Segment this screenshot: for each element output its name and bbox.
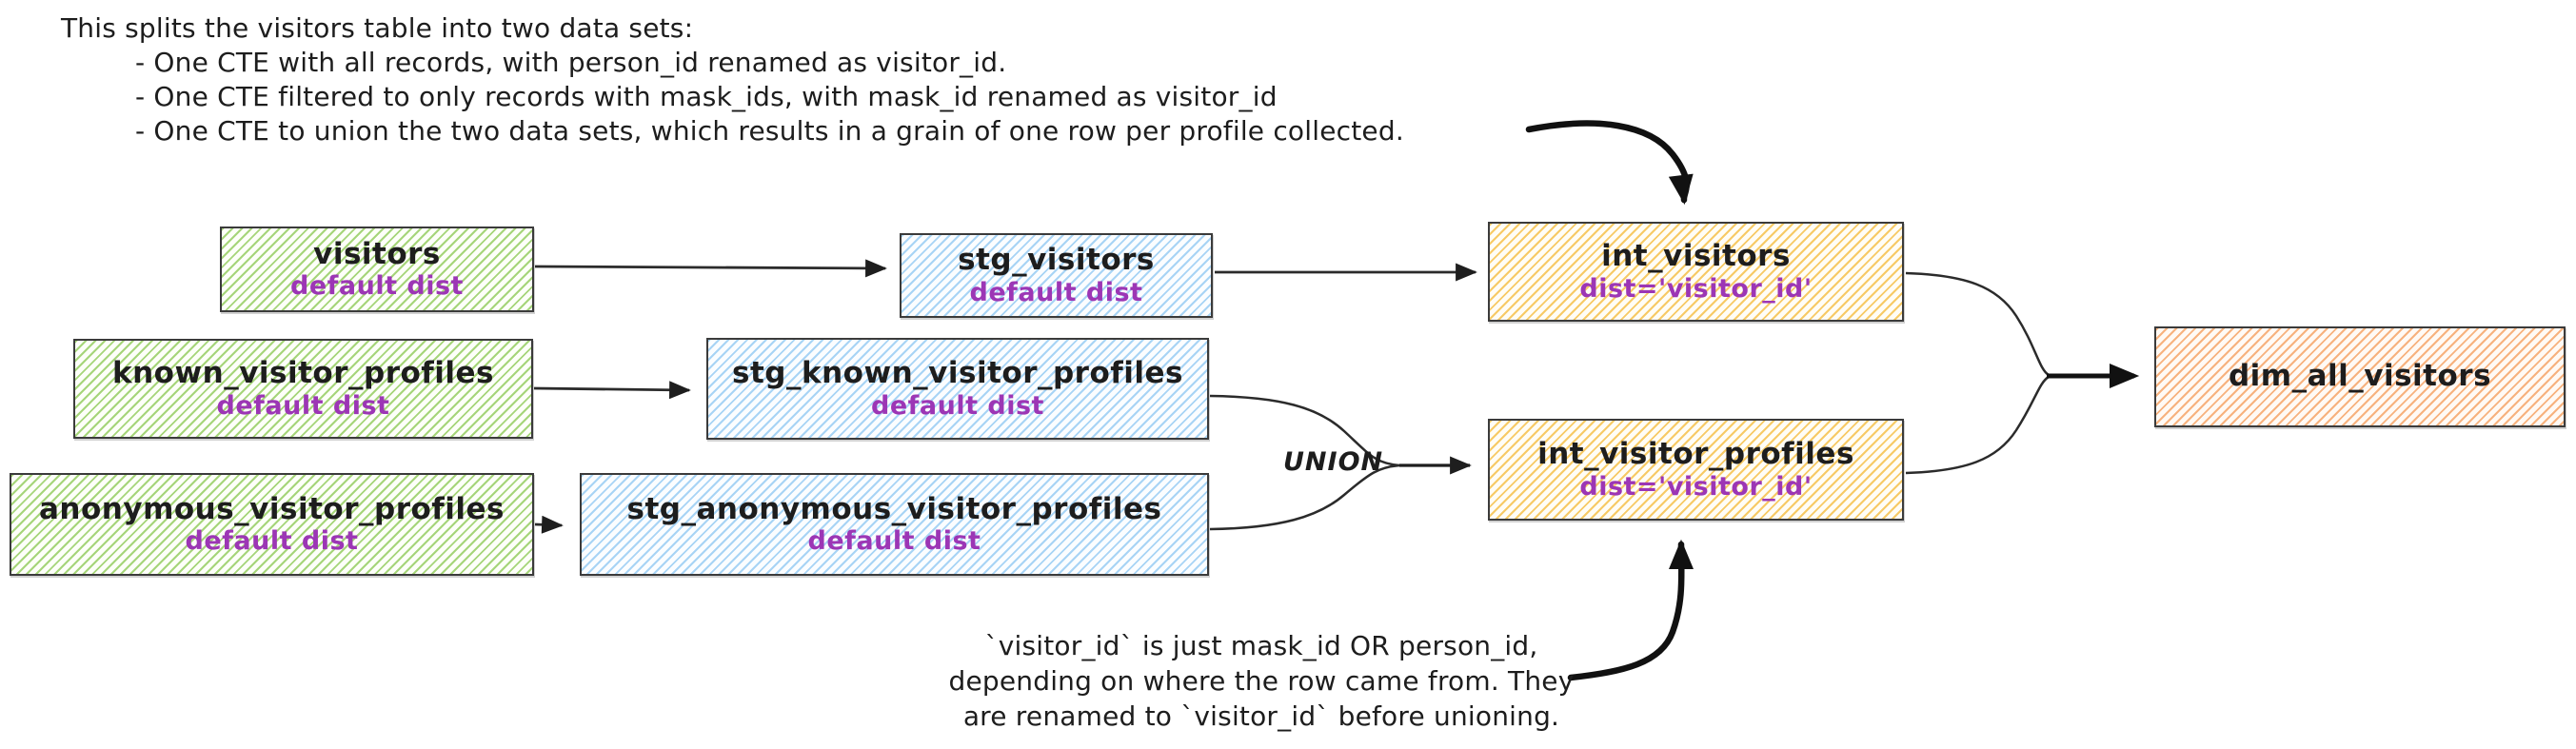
note-bottom-line: `visitor_id` is just mask_id OR person_i…	[984, 630, 1538, 661]
note-top-line: - One CTE with all records, with person_…	[135, 47, 1007, 78]
node-subtitle: default dist	[216, 390, 390, 421]
node-anonymous_visitor_profiles[interactable]: anonymous_visitor_profiles default dist	[10, 473, 534, 576]
note-top-line: - One CTE to union the two data sets, wh…	[135, 115, 1404, 147]
node-subtitle: default dist	[290, 271, 464, 302]
node-known_visitor_profiles[interactable]: known_visitor_profiles default dist	[73, 339, 533, 439]
note-top-line: This splits the visitors table into two …	[61, 12, 694, 44]
node-subtitle: default dist	[871, 390, 1044, 421]
note-top[interactable]: This splits the visitors table into two …	[61, 11, 1404, 148]
annotation-arrow-top-note-to-int_visitors	[1525, 120, 1694, 206]
node-int_visitors[interactable]: int_visitors dist='visitor_id'	[1488, 222, 1904, 322]
node-stg_visitors[interactable]: stg_visitors default dist	[900, 233, 1213, 318]
node-title: int_visitor_profiles	[1537, 437, 1854, 472]
node-int_visitor_profiles[interactable]: int_visitor_profiles dist='visitor_id'	[1488, 419, 1904, 521]
note-bottom-line: depending on where the row came from. Th…	[948, 665, 1575, 697]
node-visitors[interactable]: visitors default dist	[220, 227, 534, 312]
node-title: visitors	[313, 236, 441, 271]
node-title: stg_visitors	[958, 243, 1155, 278]
edge-known_visitor_profiles-to-stg_known_visitor_profiles	[533, 381, 691, 400]
node-subtitle: default dist	[969, 277, 1143, 307]
edge-anonymous_visitor_profiles-to-stg_anonymous_visitor_profiles	[534, 515, 564, 534]
node-title: dim_all_visitors	[2228, 359, 2492, 394]
node-title: stg_anonymous_visitor_profiles	[626, 491, 1162, 526]
node-subtitle: dist='visitor_id'	[1579, 273, 1813, 304]
node-title: stg_known_visitor_profiles	[732, 356, 1183, 391]
node-stg_anonymous_visitor_profiles[interactable]: stg_anonymous_visitor_profiles default d…	[580, 473, 1209, 576]
node-subtitle: default dist	[185, 526, 359, 557]
note-bottom-line: are renamed to `visitor_id` before union…	[962, 700, 1560, 732]
edge-int_visitors-to-merge	[1905, 271, 2050, 377]
node-title: anonymous_visitor_profiles	[39, 491, 505, 526]
node-stg_known_visitor_profiles[interactable]: stg_known_visitor_profiles default dist	[706, 338, 1209, 440]
union-label[interactable]: UNION	[1283, 447, 1384, 477]
node-dim_all_visitors[interactable]: dim_all_visitors	[2154, 326, 2566, 427]
node-title: known_visitor_profiles	[112, 356, 494, 391]
note-bottom[interactable]: `visitor_id` is just mask_id OR person_i…	[928, 628, 1595, 734]
node-title: int_visitors	[1601, 239, 1791, 274]
node-subtitle: default dist	[807, 526, 981, 557]
note-top-line: - One CTE filtered to only records with …	[135, 81, 1278, 112]
edge-int_visitor_profiles-to-merge	[1905, 375, 2050, 475]
edge-visitors-to-stg_visitors	[534, 259, 887, 278]
node-subtitle: dist='visitor_id'	[1579, 471, 1813, 502]
